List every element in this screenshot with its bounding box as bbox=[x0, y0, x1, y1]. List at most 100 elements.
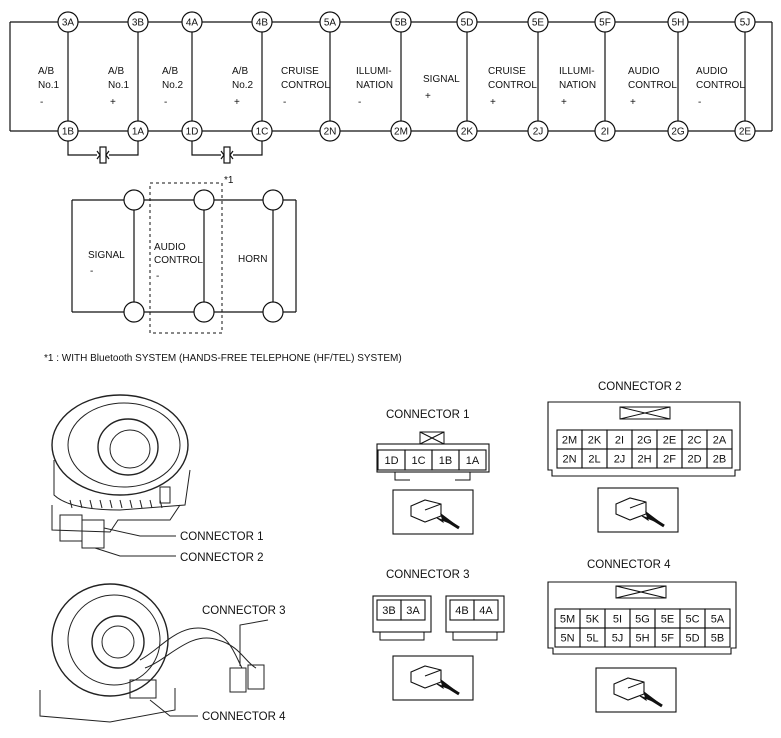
spiral-outer-ring bbox=[51, 394, 189, 496]
bottom-pin-2I: 2I bbox=[601, 127, 609, 138]
short-arrow-b-1 bbox=[229, 150, 234, 160]
connector2-plug bbox=[615, 497, 647, 521]
top-label-2-0: A/B bbox=[162, 66, 178, 77]
bottom-pin-1B: 1B bbox=[62, 127, 75, 138]
top-label-4-0: CRUISE bbox=[281, 66, 319, 77]
top-label-9-0: AUDIO bbox=[628, 66, 660, 77]
rib-2 bbox=[89, 499, 93, 509]
connector3-plug-edge bbox=[424, 669, 442, 677]
top-pin-5E-circle bbox=[527, 11, 549, 33]
connector4-pin-5E: 5E bbox=[661, 614, 674, 626]
top-label-7-1: CONTROL bbox=[488, 80, 537, 91]
connector-3-body-b bbox=[247, 664, 265, 690]
connector2-pin-2I: 2I bbox=[615, 435, 624, 447]
connector3-right-housing bbox=[445, 595, 505, 633]
connector3b-pin-4A: 4A bbox=[479, 605, 493, 617]
connector2-pin-2M: 2M bbox=[562, 435, 577, 447]
spiral-cable-illustrations bbox=[39, 394, 269, 723]
connector-1-body bbox=[59, 514, 83, 542]
connector4-plug-edge bbox=[627, 681, 645, 689]
spiral-hub bbox=[97, 418, 159, 476]
sub-label-1-1: CONTROL bbox=[154, 255, 203, 266]
connector3-arrow-shaft bbox=[442, 682, 460, 696]
connector4-pin-5N: 5N bbox=[560, 633, 574, 645]
short-wire-right-1 bbox=[233, 141, 263, 156]
connector1-frame bbox=[392, 489, 474, 535]
harness-wire-2 bbox=[144, 637, 257, 669]
spiral2-outer-ring bbox=[51, 583, 169, 697]
top-pin-5B: 5B bbox=[395, 18, 408, 29]
connector4-housing bbox=[547, 581, 737, 655]
short-wire-left-0 bbox=[67, 141, 97, 156]
connector1-pin-1D: 1D bbox=[384, 455, 398, 467]
rib-8 bbox=[149, 499, 153, 509]
top-label-6-0: SIGNAL bbox=[423, 74, 460, 85]
connector4-frame bbox=[595, 667, 677, 713]
top-pin-3B: 3B bbox=[132, 18, 145, 29]
sub-label-1-0: AUDIO bbox=[154, 242, 186, 253]
top-pin-5H-circle bbox=[667, 11, 689, 33]
connector3b-cell-4A bbox=[473, 599, 499, 621]
top-label-0-2: - bbox=[40, 97, 43, 108]
top-label-1-1: No.1 bbox=[108, 80, 130, 91]
top-pin-3A-circle bbox=[57, 11, 79, 33]
sub-top-pin-5L-circle bbox=[123, 189, 145, 211]
connector4-pin-5C: 5C bbox=[685, 614, 699, 626]
top-label-1-2: + bbox=[110, 97, 116, 108]
connector-2-body bbox=[81, 519, 105, 549]
connector4-pin-5D: 5D bbox=[685, 633, 699, 645]
spiral-hub-inner bbox=[109, 429, 151, 469]
top-label-7-2: + bbox=[490, 97, 496, 108]
bottom-pin-2G: 2G bbox=[671, 127, 685, 138]
top-circuit-labels: 3A1B3B1A4A1D4B1C5A2N5B2M5D2K5E2J5F2I5H2G… bbox=[38, 18, 751, 319]
bottom-pin-2K: 2K bbox=[461, 127, 474, 138]
connector4-pin-5A: 5A bbox=[711, 614, 725, 626]
connector2-pin-2L: 2L bbox=[588, 454, 600, 466]
top-label-1-0: A/B bbox=[108, 66, 124, 77]
short-spring-1 bbox=[223, 146, 231, 164]
top-pin-5A-circle bbox=[319, 11, 341, 33]
callout-connector-4: CONNECTOR 4 bbox=[202, 711, 286, 723]
callout-connector-1: CONNECTOR 1 bbox=[180, 531, 264, 543]
connector1-arrow-shaft bbox=[442, 516, 460, 530]
rib-6 bbox=[129, 499, 133, 509]
sub-bottom-pin-2C-circle bbox=[123, 301, 145, 323]
connector2-pin-2D: 2D bbox=[687, 454, 701, 466]
connector2-pin-2C: 2C bbox=[687, 435, 701, 447]
top-label-4-2: - bbox=[283, 97, 286, 108]
connector2-pin-2E: 2E bbox=[663, 435, 676, 447]
bottom-pin-2N-circle bbox=[319, 120, 341, 142]
top-label-5-0: ILLUMI- bbox=[356, 66, 392, 77]
bottom-pin-2J-circle bbox=[527, 120, 549, 142]
top-pin-5F: 5F bbox=[599, 18, 611, 29]
connector4-pin-5G: 5G bbox=[635, 614, 650, 626]
connector1-plug bbox=[410, 499, 442, 523]
connector3-left-housing bbox=[372, 595, 432, 633]
connector1-pin-1C: 1C bbox=[411, 455, 425, 467]
sub-top-pin-5N-circle bbox=[262, 189, 284, 211]
short-wire-right-0 bbox=[109, 141, 139, 156]
sub-label-0-1: - bbox=[90, 266, 93, 277]
top-label-3-0: A/B bbox=[232, 66, 248, 77]
rib-5 bbox=[119, 499, 123, 509]
bottom-pin-2I-circle bbox=[594, 120, 616, 142]
connector3-right-foot bbox=[452, 632, 498, 641]
top-circuit bbox=[9, 11, 773, 164]
connector3-frame bbox=[392, 655, 474, 701]
connector4-arrow-shaft bbox=[645, 694, 663, 708]
connector2-pin-2F: 2F bbox=[663, 454, 676, 466]
top-pin-5J: 5J bbox=[740, 18, 751, 29]
bottom-pin-2N: 2N bbox=[324, 127, 337, 138]
bluetooth-dashed-box bbox=[149, 182, 223, 334]
connector2-housing bbox=[547, 401, 741, 477]
connector2-title: CONNECTOR 2 bbox=[598, 381, 682, 393]
rib-0 bbox=[69, 499, 73, 509]
leader-connector-3 bbox=[239, 619, 269, 666]
short-spring-0 bbox=[99, 146, 107, 164]
spiral2-hub bbox=[91, 615, 145, 669]
sub-top-pin-5M-circle bbox=[193, 189, 215, 211]
connector2-pin-2B: 2B bbox=[713, 454, 726, 466]
connector3-title: CONNECTOR 3 bbox=[386, 569, 470, 581]
leader-connector-4 bbox=[149, 699, 198, 717]
short-arrow-1 bbox=[220, 150, 225, 160]
